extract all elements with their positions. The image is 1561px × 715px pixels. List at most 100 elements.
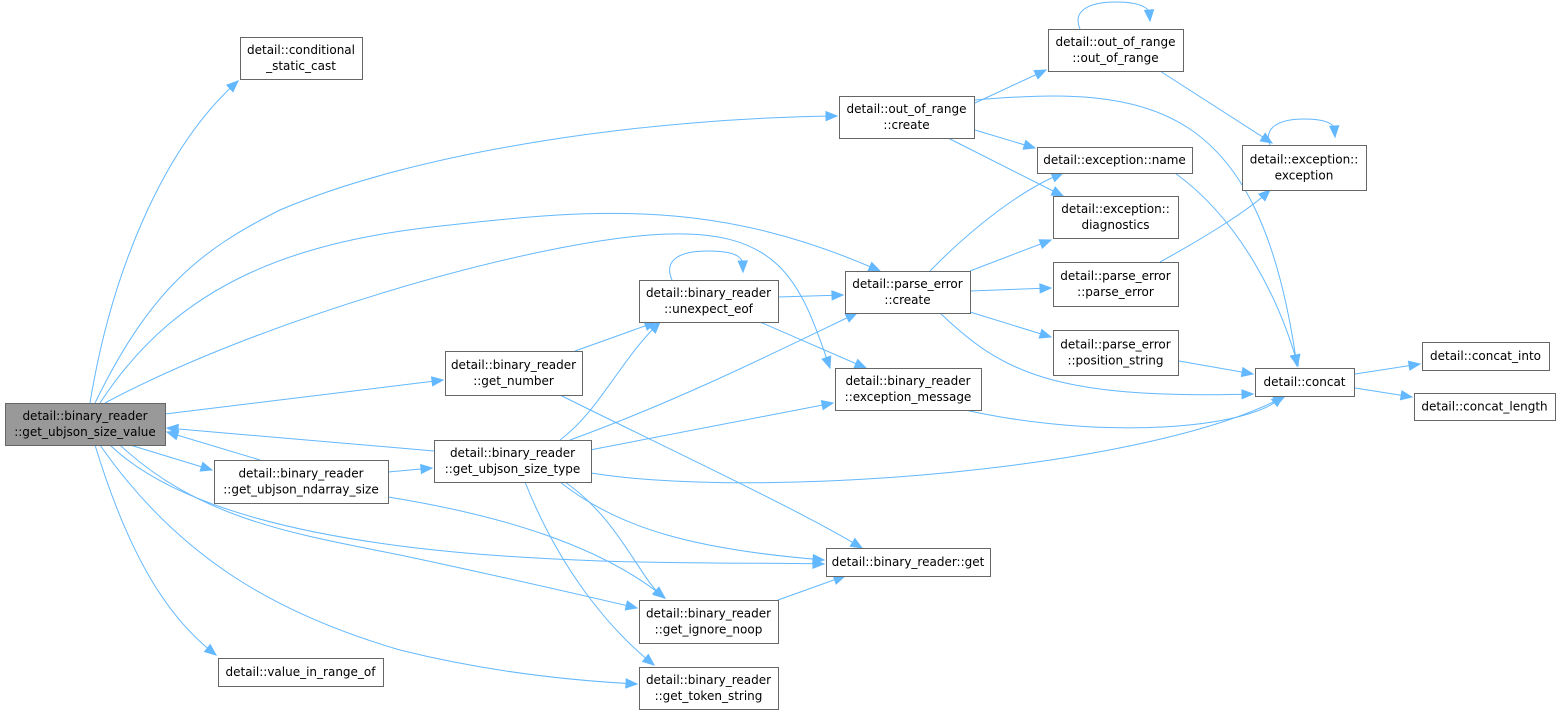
edge-unexpect_eof-to-pe_create [777,290,845,301]
node-label: detail::binary_reader [646,673,771,687]
node-box [434,440,592,483]
edge-pe_create-to-pos_string [969,311,1053,339]
node-token-string[interactable]: detail::binary_reader::get_token_string [639,667,779,710]
node-box [5,403,166,446]
edge-line [939,312,1254,396]
arrowhead [1407,360,1422,371]
node-pe-ctor[interactable]: detail::parse_error::parse_error [1053,262,1179,307]
node-cond-cast[interactable]: detail::conditional_static_cast [240,37,363,80]
node-ignore-noop[interactable]: detail::binary_reader::get_ignore_noop [639,600,779,644]
arrowhead [1050,172,1065,183]
edge-line [559,481,825,561]
node-box [839,96,975,139]
arrowhead [1038,328,1053,339]
edge-pos_string-to-concat [1178,360,1255,378]
node-box [218,658,384,687]
node-ndarray-size[interactable]: detail::binary_reader::get_ubjson_ndarra… [214,460,389,504]
edge-line [524,481,655,666]
edge-root-to-pe_create [99,212,882,404]
edge-line [564,481,665,599]
node-size-type[interactable]: detail::binary_reader::get_ubjson_size_t… [434,440,592,483]
edge-oor_ctor-to-oor_ctor [1077,1,1155,30]
node-box [639,667,779,710]
node-pe-create[interactable]: detail::parse_error::create [845,271,971,314]
arrowhead [1039,283,1053,294]
edge-line [969,239,1052,272]
edge-root-to-exc_message [104,233,832,404]
node-label: detail::exception:: [1061,202,1170,216]
edge-oor_create-to-oor_ctor [974,69,1048,104]
edge-ignore_noop-to-get [777,574,847,601]
edge-exc_name-to-concat [1174,172,1300,368]
node-concat-into[interactable]: detail::concat_into [1422,342,1550,371]
node-label: detail::exception::name [1043,153,1186,167]
node-label: detail::parse_error [1060,338,1170,352]
node-label: detail::out_of_range [1056,35,1176,49]
edge-get_number-to-unexpect_eof [574,320,658,352]
node-in-range[interactable]: detail::value_in_range_of [218,658,384,687]
node-exc-ctor[interactable]: detail::exception::exception [1242,145,1367,191]
edge-unexpect_eof-to-unexpect_eof [669,250,748,281]
edge-line [94,444,217,656]
arrowhead [1399,390,1414,401]
node-get-number[interactable]: detail::binary_reader::get_number [445,351,583,396]
edge-line [947,137,1064,197]
edge-root-to-cond_cast [89,80,239,404]
edge-pe_ctor-to-exc_ctor [1159,189,1271,263]
edge-size_type-to-ignore_noop [564,481,665,599]
edge-line [99,444,638,685]
arrowhead [1289,353,1300,368]
edge-size_type-to-root [165,423,435,452]
node-label: _static_cast [265,59,336,73]
arrowhead [844,312,859,323]
node-label: detail::out_of_range [847,102,967,116]
node-box [639,600,779,644]
edge-oor_ctor-to-exc_ctor [1159,70,1274,144]
arrowhead [430,376,445,387]
node-exc-message[interactable]: detail::binary_reader::exception_message [835,368,982,411]
node-label: detail::binary_reader [451,358,576,372]
edge-line [974,95,1298,367]
arrowhead [225,80,239,93]
node-label: ::create [883,118,929,132]
node-box [826,548,991,577]
arrowhead [853,358,868,369]
node-label: exception [1275,169,1334,183]
node-exc-diag[interactable]: detail::exception::diagnostics [1053,196,1179,239]
node-oor-create[interactable]: detail::out_of_range::create [839,96,975,139]
node-pos-string[interactable]: detail::parse_error::position_string [1053,330,1179,376]
arrowhead [624,600,639,611]
edge-line [166,427,435,452]
edge-oor_create-to-exc_name [974,129,1037,150]
edge-line [929,172,1064,272]
node-label: detail::binary_reader [845,374,970,388]
node-oor-ctor[interactable]: detail::out_of_range::out_of_range [1048,29,1184,72]
arrowhead [821,355,832,370]
arrowhead [812,553,826,565]
node-label: detail::concat_into [1430,349,1541,363]
node-concat-length[interactable]: detail::concat_length [1414,393,1556,421]
arrowhead [1259,132,1274,144]
edge-line [1077,1,1152,30]
arrowhead [648,321,661,334]
edge-line [574,321,657,352]
edge-pe_create-to-exc_diag [969,239,1053,272]
node-exc-name[interactable]: detail::exception::name [1037,147,1193,174]
node-get[interactable]: detail::binary_reader::get [826,548,991,577]
edge-oor_create-to-exc_diag [947,137,1065,197]
edge-size_type-to-get [559,481,826,565]
node-unexpect-eof[interactable]: detail::binary_reader::unexpect_eof [639,280,779,323]
arrowhead [1050,186,1065,197]
edge-line [559,321,661,441]
node-label: ::get_ubjson_size_type [445,462,581,476]
edge-unexpect_eof-to-exc_message [759,321,868,369]
arrowhead [831,290,845,301]
node-label: diagnostics [1081,218,1149,232]
node-label: detail::binary_reader [450,446,575,460]
node-concat[interactable]: detail::concat [1255,368,1355,397]
node-box [1053,196,1179,239]
edge-line [164,379,444,415]
arrowhead [737,260,748,274]
edge-line [166,431,261,461]
